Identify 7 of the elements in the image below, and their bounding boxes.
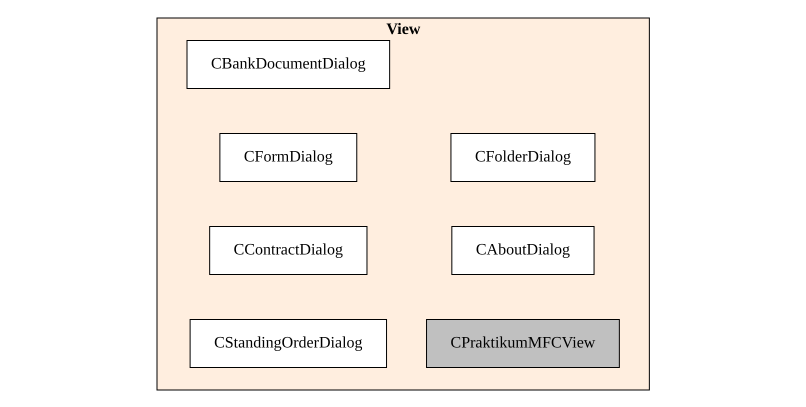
node-box: CFolderDialog (450, 132, 596, 182)
node-box: CAboutDialog (451, 226, 594, 274)
node-box: CContractDialog (208, 226, 368, 274)
node-box: CBankDocumentDialog (186, 40, 390, 88)
node-box: CPraktikumMFCView (426, 318, 620, 368)
node-box: CFormDialog (219, 132, 358, 182)
node-box: CStandingOrderDialog (189, 318, 387, 368)
